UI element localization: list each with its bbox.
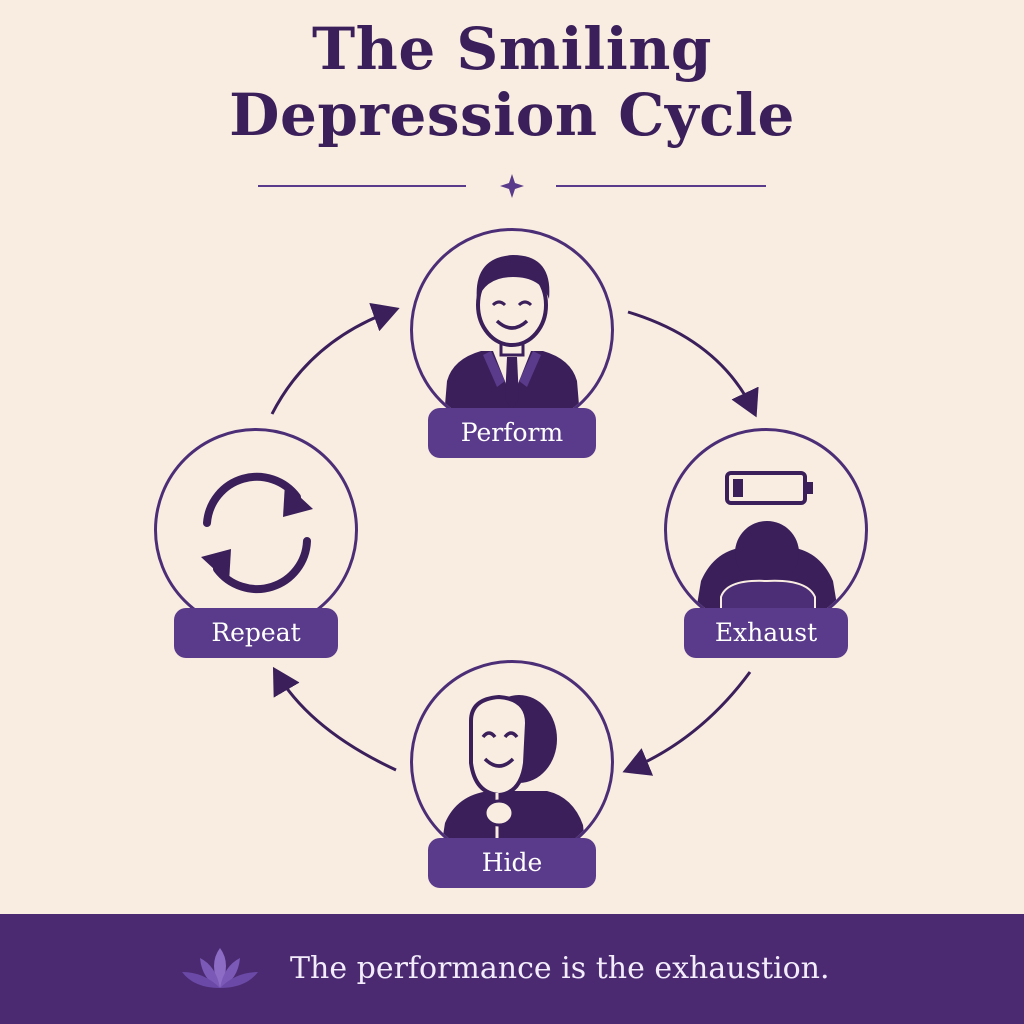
- exhausted-person-low-battery-icon: [691, 471, 843, 629]
- low-battery-icon: [725, 471, 813, 505]
- person-holding-smiling-mask-icon: [439, 694, 587, 861]
- arrow-perform-to-exhaust: [627, 310, 759, 418]
- title-line-2: Depression Cycle: [229, 81, 795, 149]
- arrow-hide-to-repeat: [272, 666, 397, 772]
- hide-circle: [410, 660, 614, 864]
- footer-banner: The performance is the exhaustion.: [0, 914, 1024, 1024]
- title-line-1: The Smiling: [311, 15, 712, 83]
- title-divider: [258, 174, 766, 198]
- footer-caption: The performance is the exhaustion.: [290, 951, 830, 986]
- cycle-step-perform: Perform: [410, 228, 614, 460]
- sparkle-icon: [500, 174, 524, 198]
- repeat-label: Repeat: [174, 608, 338, 658]
- page-title: The Smiling Depression Cycle: [0, 16, 1024, 148]
- arrow-exhaust-to-hide: [622, 671, 752, 776]
- arrow-repeat-to-perform: [270, 302, 400, 415]
- repeat-circle: [154, 428, 358, 632]
- smiling-businessman-icon: [443, 255, 581, 429]
- perform-circle: [410, 228, 614, 432]
- cycle-step-hide: Hide: [410, 660, 614, 890]
- cycle-step-exhaust: Exhaust: [664, 428, 868, 660]
- hide-label: Hide: [428, 838, 596, 888]
- repeat-arrows-icon: [201, 472, 313, 594]
- perform-label: Perform: [428, 408, 596, 458]
- cycle-step-repeat: Repeat: [154, 428, 358, 660]
- cycle-arrows: [270, 302, 759, 776]
- exhaust-circle: [664, 428, 868, 632]
- lotus-icon: [182, 948, 258, 988]
- exhaust-label: Exhaust: [684, 608, 848, 658]
